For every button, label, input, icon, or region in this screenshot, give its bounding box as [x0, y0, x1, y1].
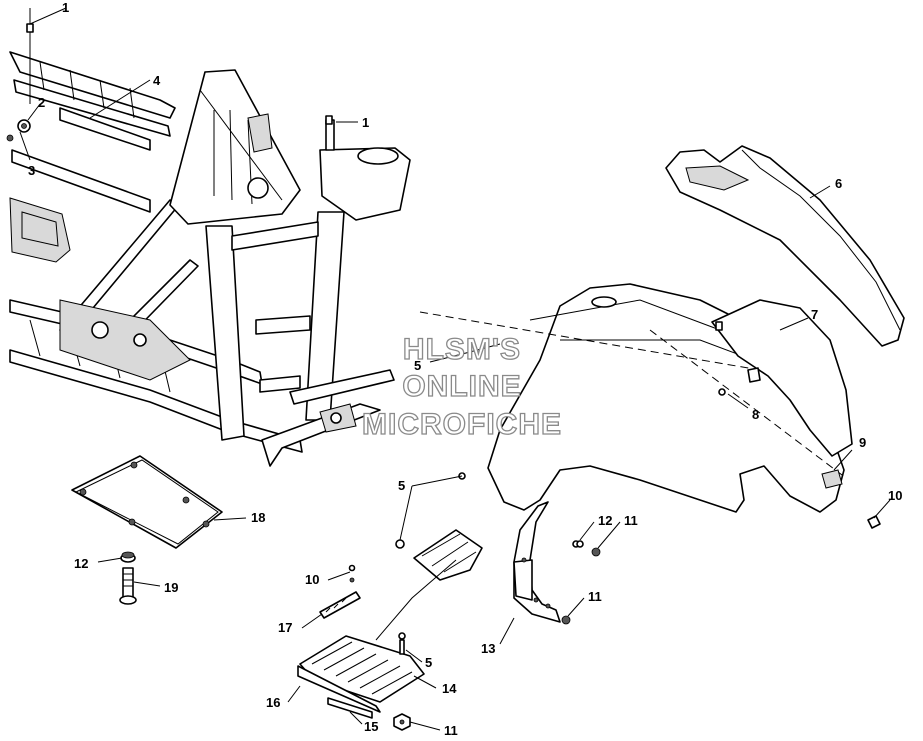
callout-11: 11	[588, 589, 602, 604]
callout-5: 5	[398, 478, 405, 493]
frame-assembly	[6, 23, 411, 467]
mudflap-13	[513, 501, 561, 623]
rear-fender-7	[419, 283, 853, 513]
clip-1-upper	[26, 23, 34, 33]
strip-15	[327, 697, 373, 719]
callout-12: 12	[598, 513, 612, 528]
callout-15: 15	[364, 719, 378, 734]
callout-11: 11	[444, 723, 458, 738]
bar-17	[319, 591, 361, 619]
watermark-line-2: ONLINE	[402, 370, 521, 403]
bolt-3	[6, 119, 31, 142]
clip-1-lower	[325, 115, 333, 125]
callout-9: 9	[859, 435, 866, 450]
callout-5: 5	[414, 358, 421, 373]
callout-10: 10	[888, 488, 902, 503]
washer-12	[120, 551, 136, 563]
callout-1: 1	[362, 115, 369, 130]
callout-5: 5	[425, 655, 432, 670]
bracket-5	[395, 472, 580, 581]
watermark-line-1: HLSM'S	[403, 333, 521, 366]
nut-11-mid	[561, 615, 571, 625]
callout-8: 8	[752, 407, 759, 422]
callout-6: 6	[835, 176, 842, 191]
plate-18	[71, 455, 223, 549]
footpeg-14	[297, 635, 425, 713]
callout-19: 19	[164, 580, 178, 595]
seat-6	[665, 145, 905, 347]
callout-14: 14	[442, 681, 457, 696]
callout-10: 10	[305, 572, 319, 587]
bolt-5-lower	[398, 632, 406, 655]
callout-18: 18	[251, 510, 265, 525]
callout-3: 3	[28, 163, 35, 178]
callout-2: 2	[38, 95, 45, 110]
watermark: HLSM'S ONLINE MICROFICHE	[361, 332, 562, 441]
screw-10-rear	[867, 515, 881, 529]
callout-12: 12	[74, 556, 88, 571]
callout-7: 7	[811, 307, 818, 322]
callout-labels: 1 2 3 4 1 6 7 5 8 9 10 5 12 11 18 12 19 …	[28, 0, 902, 738]
washer-12-upper	[576, 540, 584, 548]
callout-16: 16	[266, 695, 280, 710]
callout-13: 13	[481, 641, 495, 656]
leader-lines	[19, 7, 891, 731]
callout-11: 11	[624, 513, 638, 528]
nut-11-lower	[393, 713, 411, 731]
nut-11-upper	[591, 547, 601, 557]
stud-19	[119, 567, 137, 605]
callout-17: 17	[278, 620, 292, 635]
watermark-line-3: MICROFICHE	[362, 408, 562, 441]
callout-4: 4	[153, 73, 161, 88]
callout-1: 1	[62, 0, 69, 15]
